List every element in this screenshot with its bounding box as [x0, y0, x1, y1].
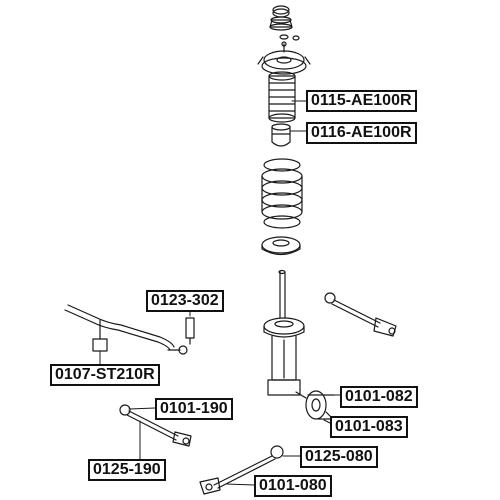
coil-spring-part	[261, 158, 303, 229]
part-label-0123-302[interactable]: 0123-302	[146, 290, 224, 312]
upper-arm-part	[119, 404, 192, 447]
bump-stop-part	[271, 123, 291, 147]
spring-seat-part	[261, 236, 301, 256]
rear-arm-part	[199, 445, 284, 495]
strut-part	[263, 269, 305, 396]
part-label-0101-082[interactable]: 0101-082	[340, 386, 418, 408]
lateral-link-part	[324, 292, 397, 337]
part-label-0115-ae100r[interactable]: 0115-AE100R	[306, 90, 417, 112]
part-label-0101-083[interactable]: 0101-083	[330, 416, 408, 438]
part-label-0116-ae100r[interactable]: 0116-AE100R	[306, 122, 417, 144]
part-label-0101-190[interactable]: 0101-190	[155, 398, 233, 420]
part-label-0125-190[interactable]: 0125-190	[88, 459, 166, 481]
dust-boot-part	[268, 71, 296, 123]
part-label-0101-080[interactable]: 0101-080	[254, 475, 332, 497]
part-label-0125-080[interactable]: 0125-080	[300, 446, 378, 468]
part-label-0107-st210r[interactable]: 0107-ST210R	[50, 364, 160, 386]
stabilizer-link-part	[167, 317, 195, 355]
top-nut-part	[269, 5, 300, 41]
stabilizer-bar-part	[64, 304, 175, 352]
strut-mount-part	[257, 41, 311, 75]
